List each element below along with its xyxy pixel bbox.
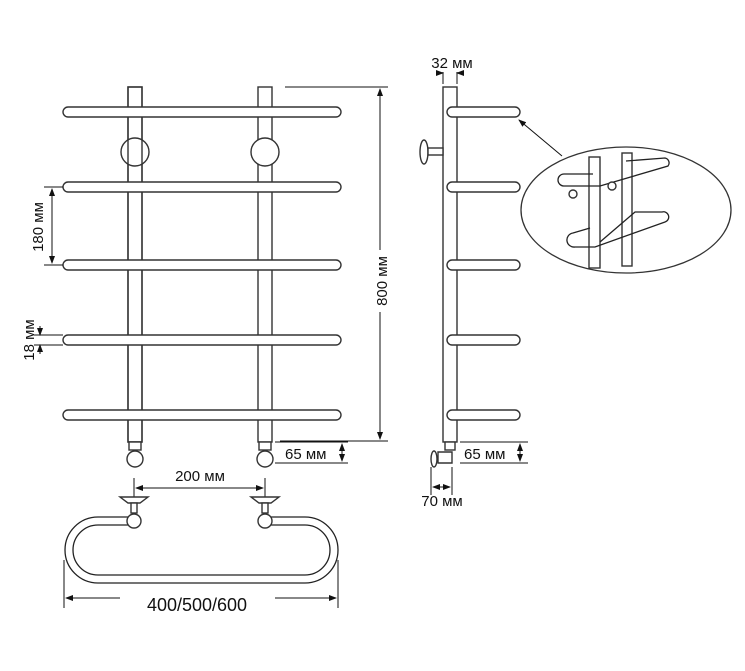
front-view [62,86,342,468]
height-label: 800 мм [374,256,391,306]
connector-left [126,513,142,529]
valve-nut-right [258,441,272,451]
valve-left [126,450,144,468]
dimension-32: 32 мм [431,55,473,84]
detail-pointer-arrow [518,119,563,157]
bottom-offset-label: 65 мм [285,446,326,463]
dimension-800: 800 мм [280,86,391,442]
valve-nut-left [128,441,142,451]
width-label: 400/500/600 [147,595,247,615]
pipe-width-label: 32 мм [431,55,472,72]
dimension-18: 18 мм [21,319,63,361]
bottom-view [64,496,339,584]
dimension-width: 400/500/600 [63,560,339,615]
crossbar [62,259,342,271]
wall-offset-label: 70 мм [421,493,462,510]
crossbar [62,334,342,346]
side-bottom-offset-label: 65 мм [464,446,505,463]
crossbar [62,181,342,193]
wall-bracket-right [250,137,280,167]
dimension-70: 70 мм [421,467,463,510]
dimension-65-front: 65 мм [275,441,348,464]
tube-diameter-label: 18 мм [21,319,38,360]
valve-right [256,450,274,468]
crossbars [62,106,342,421]
crossbar [62,106,342,118]
dimension-180: 180 мм [30,186,63,266]
dimension-200: 200 мм [133,468,266,500]
dimension-65-side: 65 мм [460,441,528,464]
crossbar [62,409,342,421]
side-wall-bracket [419,139,429,165]
detail-inset [518,119,732,274]
side-view [419,86,521,468]
connector-right [257,513,273,529]
bar-spacing-label: 180 мм [30,202,47,252]
connection-distance-label: 200 мм [175,468,225,485]
